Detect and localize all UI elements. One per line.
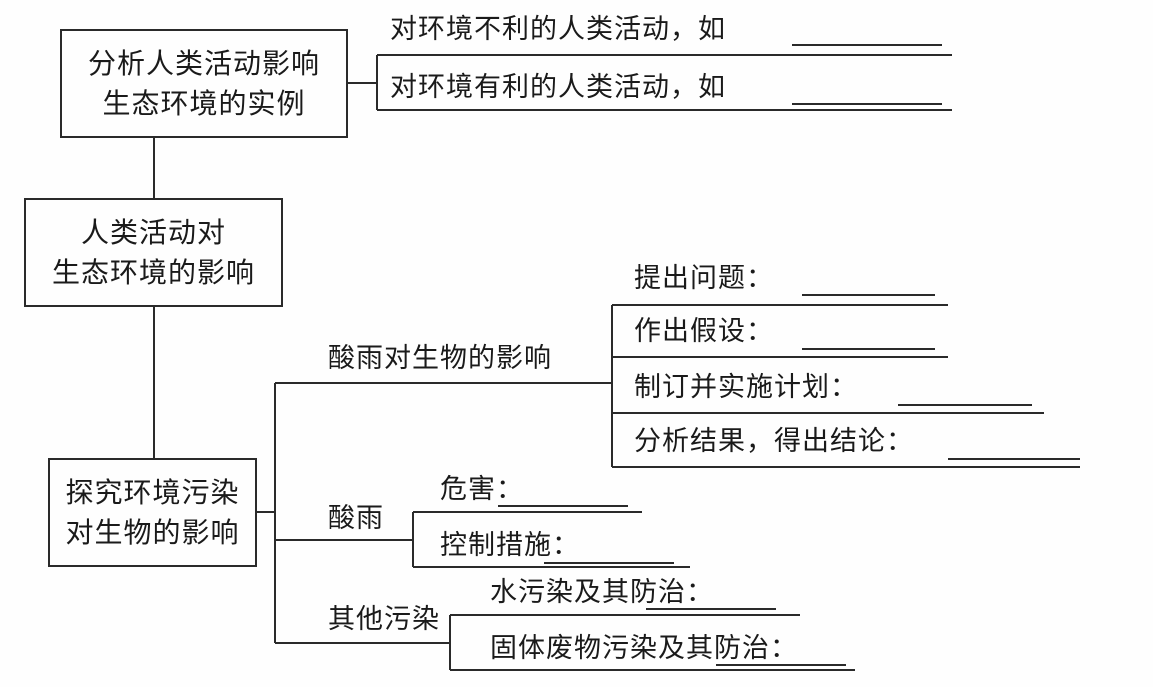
item-control-measures: 控制措施：: [440, 530, 580, 561]
analysis-box-line-2: 生态环境的实例: [102, 87, 306, 120]
item-water-pollution: 水污染及其防治：: [490, 577, 714, 608]
explore-box-line-2: 对生物的影响: [65, 516, 240, 549]
item-solid-waste: 固体废物污染及其防治：: [490, 633, 798, 664]
item-harm: 危害：: [440, 474, 524, 505]
analysis-box-line-1: 分析人类活动影响: [87, 47, 320, 80]
item-raise-question: 提出问题：: [634, 263, 774, 294]
root-box-line-1: 人类活动对: [80, 216, 226, 249]
analysis-item-favorable: 对环境有利的人类活动，如: [390, 72, 726, 103]
branch-label-acid-rain: 酸雨: [328, 503, 384, 534]
branch-label-other-pollution: 其他污染: [328, 604, 440, 635]
analysis-item-unfavorable: 对环境不利的人类活动，如: [390, 14, 726, 45]
explore-box: 探究环境污染 对生物的影响: [49, 473, 256, 553]
branch-label-acid-rain-effect: 酸雨对生物的影响: [328, 343, 552, 374]
item-plan: 制订并实施计划：: [634, 372, 858, 403]
item-hypothesis: 作出假设：: [634, 316, 774, 347]
root-box-line-2: 生态环境的影响: [51, 256, 255, 289]
item-conclusion: 分析结果，得出结论：: [634, 426, 914, 457]
root-box: 人类活动对 生态环境的影响: [25, 213, 282, 293]
analysis-box: 分析人类活动影响 生态环境的实例: [61, 44, 347, 124]
explore-box-line-1: 探究环境污染: [65, 476, 240, 509]
